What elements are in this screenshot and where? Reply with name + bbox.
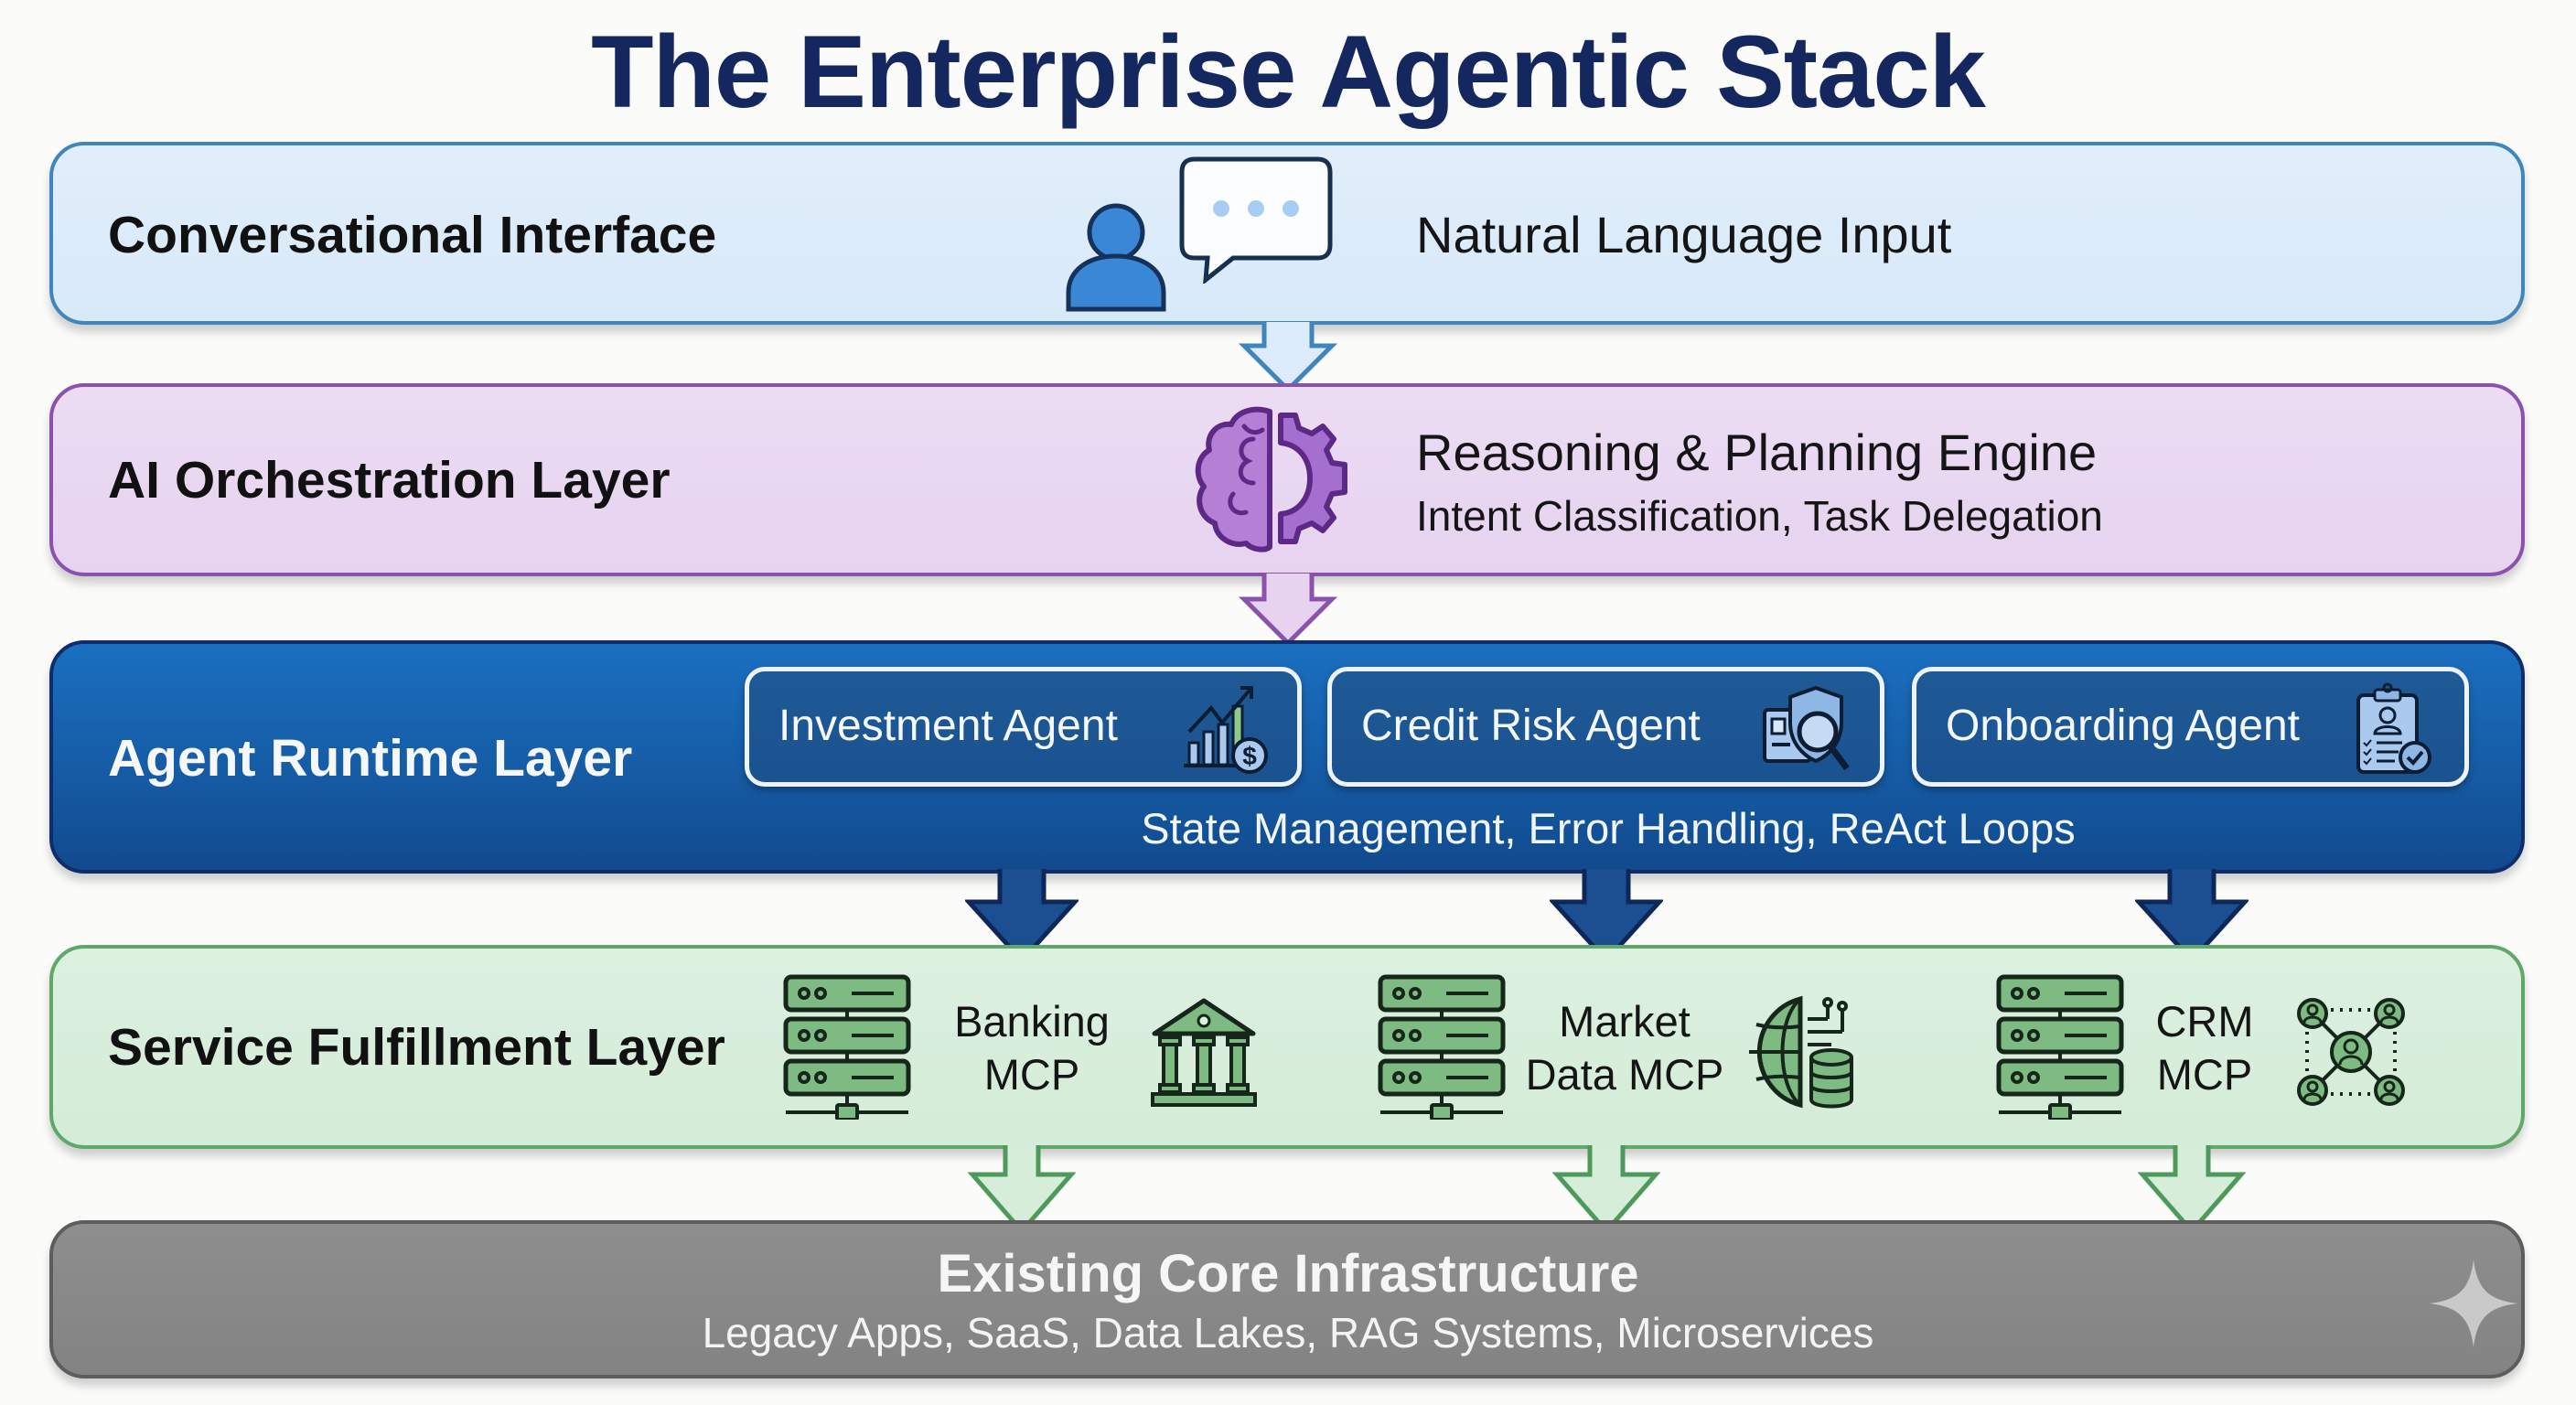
- sparkle-icon: [2430, 1260, 2517, 1347]
- user-icon: [1066, 203, 1166, 312]
- layer-label-conversational: Conversational Interface: [108, 206, 717, 264]
- layer-label-orchestration: AI Orchestration Layer: [108, 451, 671, 509]
- credit-shield-search-icon: [1763, 685, 1850, 771]
- agent-label: Credit Risk Agent: [1361, 702, 1701, 750]
- server-icon: [1378, 974, 1506, 1120]
- layer-label-fulfillment: Service Fulfillment Layer: [108, 1018, 725, 1077]
- service-label-market-data: Market Data MCP: [1515, 995, 1734, 1101]
- orchestration-description: Reasoning & Planning Engine: [1416, 424, 2098, 481]
- clipboard-check-icon: [2356, 682, 2431, 774]
- agent-card-onboarding[interactable]: Onboarding Agent: [1912, 667, 2469, 787]
- agent-label: Investment Agent: [778, 702, 1118, 750]
- agent-card-investment[interactable]: Investment Agent $: [745, 667, 1302, 787]
- globe-database-icon: [1749, 995, 1853, 1109]
- bank-icon: [1151, 998, 1257, 1107]
- agent-label: Onboarding Agent: [1946, 702, 2300, 750]
- layer-core-infrastructure: [49, 1220, 2525, 1378]
- infrastructure-details: Legacy Apps, SaaS, Data Lakes, RAG Syste…: [702, 1309, 1874, 1357]
- server-icon: [783, 974, 911, 1120]
- agent-card-credit-risk[interactable]: Credit Risk Agent: [1327, 667, 1884, 787]
- investment-chart-icon: $: [1184, 686, 1268, 774]
- server-icon: [1996, 974, 2124, 1120]
- speech-bubble-icon: [1179, 156, 1333, 284]
- people-network-icon: [2297, 998, 2405, 1106]
- runtime-details: State Management, Error Handling, ReAct …: [1141, 804, 2076, 853]
- service-label-crm: CRM MCP: [2095, 995, 2314, 1101]
- layer-label-infrastructure: Existing Core Infrastructure: [937, 1244, 1639, 1303]
- layer-label-runtime: Agent Runtime Layer: [108, 729, 633, 788]
- diagram-title: The Enterprise Agentic Stack: [591, 15, 1986, 129]
- service-label-banking: Banking MCP: [922, 995, 1142, 1101]
- service-label-line1: Banking: [954, 997, 1110, 1046]
- flow-arrow-orchestration-to-runtime: [1238, 574, 1338, 647]
- service-label-line1: CRM: [2155, 997, 2254, 1046]
- conversational-description: Natural Language Input: [1416, 206, 1952, 263]
- orchestration-details: Intent Classification, Task Delegation: [1416, 492, 2103, 540]
- svg-text:$: $: [1242, 742, 1257, 770]
- service-label-line2: Data MCP: [1525, 1050, 1724, 1099]
- service-label-line2: MCP: [983, 1050, 1080, 1099]
- brain-gear-icon: [1195, 406, 1347, 552]
- service-label-line1: Market: [1559, 997, 1690, 1046]
- service-label-line2: MCP: [2156, 1050, 2253, 1099]
